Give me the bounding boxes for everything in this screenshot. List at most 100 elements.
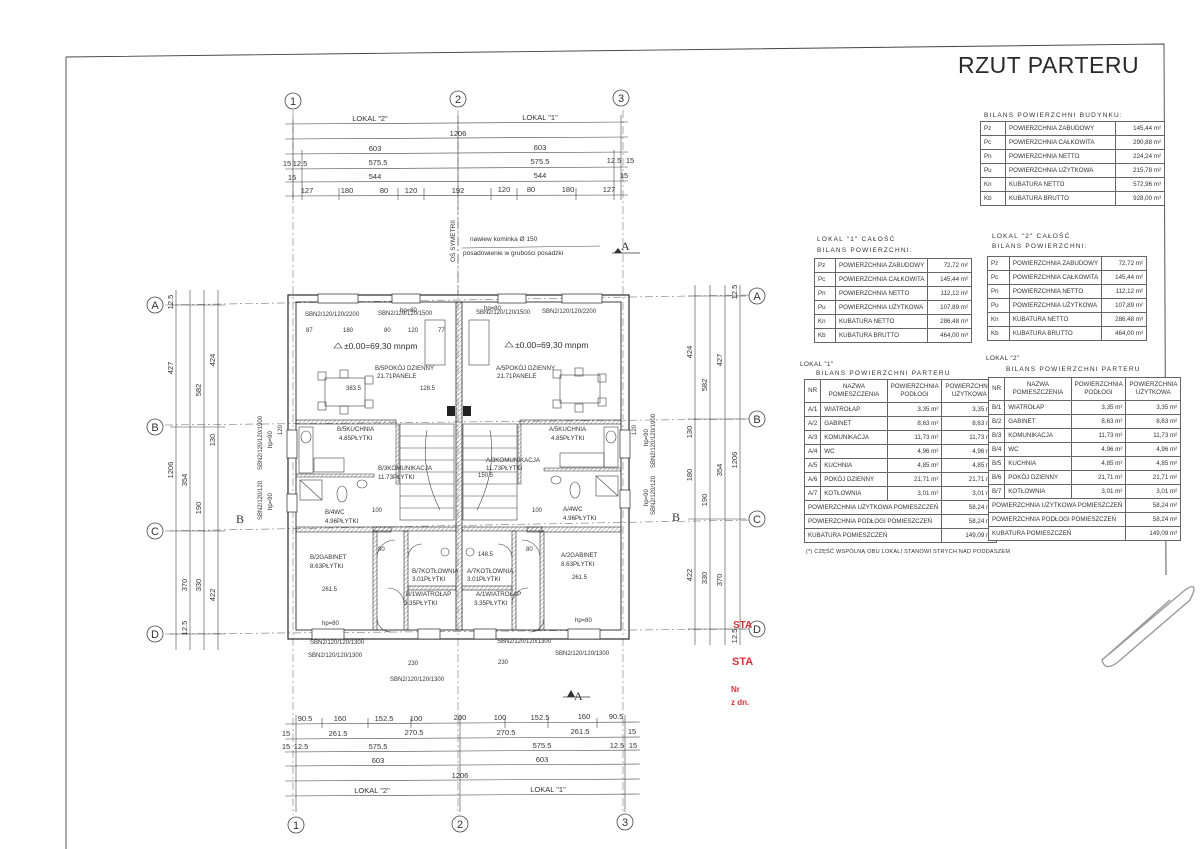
section-arrow-bottom	[567, 690, 575, 697]
cell-name: POWIERZCHNIA ZABUDOWY	[834, 258, 929, 273]
dim-left-detail-3: 330	[194, 579, 203, 592]
axis-bubble-C-left	[146, 522, 164, 540]
room-b3-area-row: 11.73PŁYTKI	[378, 474, 415, 481]
window-label-side-r1: SBN2/120/120/1900	[651, 413, 657, 468]
chimney-note-2: posadowienie w grubości posadzki	[463, 250, 563, 257]
room-b7-area-row: 3.01PŁYTKI	[412, 576, 446, 583]
dim-bottom-r1-6: 152.5	[531, 713, 550, 722]
cell-podlogi: 4,85 m²	[1070, 456, 1127, 471]
table-header-row: NR NAZWA POMIESZCZENIA POWIERZCHNIA PODŁ…	[987, 377, 1182, 401]
hp-label-3: hp=90	[268, 492, 274, 510]
window-label-bottom-l2: SBN2/120/120/1300	[308, 653, 363, 659]
cell-name: POKÓJ DZIENNY	[820, 472, 888, 487]
stamp-text-nr: Nr	[731, 685, 740, 694]
axis-bubble-3-bottom	[616, 813, 634, 831]
dim-left-outer-0: 12.5	[166, 295, 175, 310]
axis-bubble-D-right	[748, 620, 766, 638]
cell-code: Pn	[814, 286, 836, 301]
cell-value: 145,44 m²	[1115, 121, 1165, 136]
dim-bottom-r1-1: 160	[334, 714, 347, 723]
kitchen-counter-right	[603, 426, 619, 468]
left-dimension-texts: 12.5 427 1206 370 12.5 582 354 422 424 1…	[166, 295, 217, 636]
room-b2-area: 8.63	[310, 563, 323, 570]
dim-left-outer-1: 427	[166, 362, 175, 375]
summary-name: POWIERZCHNIA UŻYTKOWA POMIESZCZEŃ	[987, 498, 1127, 513]
cell-name: KOMUNIKACJA	[1004, 428, 1072, 443]
room-a7-name: A/7KOTŁOWNIA	[467, 568, 514, 575]
col-header-name: NAZWA POMIESZCZENIA	[820, 379, 888, 403]
cell-nr: B/3	[987, 428, 1006, 443]
cell-name: KUBATURA NETTO	[1005, 177, 1116, 192]
dim-bottom-r1-4: 200	[454, 713, 467, 722]
room-b1-area-row: 3.35PŁYTKI	[404, 600, 438, 607]
dim-left-detail-2: 190	[194, 502, 203, 515]
cell-nr: B/5	[987, 456, 1006, 471]
room-a2-area: 8.63	[561, 561, 574, 568]
cell-name: KUBATURA BRUTTO	[834, 328, 929, 343]
stairs-left	[399, 423, 455, 521]
dim-right-outer-2: 1206	[730, 452, 739, 469]
room-labels: B/5POKÓJ DZIENNY 21.71PANELE A/5POKÓJ DZ…	[310, 365, 598, 607]
cell-code: Pu	[980, 163, 1006, 178]
dim-bottom-r3-1: 12.5	[294, 742, 309, 751]
inner-dim-7: 261.5	[322, 587, 338, 593]
stamp-text-zdn: z dn.	[731, 698, 750, 707]
axis-bubbles: 1 2 3 1 2 3 A B C D A B C D	[146, 89, 766, 834]
cell-value: 286,48 m³	[927, 314, 972, 329]
room-b2-name: B/2GABINET	[310, 554, 347, 561]
room-a2-name: A/2GABINET	[561, 552, 598, 559]
window-labels: SBN2/120/120/2200 SBN2/120/120/1500 SBN2…	[258, 309, 657, 683]
cell-code: Pz	[980, 121, 1006, 136]
stamp-text-1: STA	[733, 620, 753, 631]
room-a2-area-row: 8.63PŁYTKI	[561, 561, 595, 568]
dim-top-half-left: 603	[369, 144, 382, 153]
dim-right-detail-0: 427	[715, 354, 724, 367]
room-b3-floor: PŁYTKI	[393, 474, 415, 481]
room-b6-area-row: 21.71PANELE	[377, 373, 416, 380]
col-header-podlogi: POWIERZCHNIA PODŁOGI	[886, 379, 943, 403]
cell-code: Pc	[987, 270, 1010, 285]
lokal1-parter-caption: BILANS POWIERZCHNI PARTERU	[816, 370, 951, 377]
window-label-bottom-c: SBN2/120/120/1300	[390, 677, 445, 683]
inner-dim-6: 128.5	[420, 386, 436, 392]
boiler-left	[440, 547, 450, 557]
room-a2-floor: PŁYTKI	[573, 561, 595, 568]
hp-label-7: hp=80	[575, 618, 593, 624]
room-b5-floor: PŁYTKI	[351, 435, 373, 442]
summary-name: POWIERZCHNIA PODŁOGI POMIESZCZEŃ	[987, 512, 1127, 527]
window-label-side-r2: SBN2/120/120	[651, 475, 657, 515]
axis-bubble-1-top	[284, 92, 302, 110]
room-b5-area: 4.85	[339, 435, 352, 442]
room-a5-name: A/5KUCHNIA	[549, 426, 587, 433]
room-a7-area-row: 3.01PŁYTKI	[467, 576, 501, 583]
room-a7-area: 3.01	[467, 576, 480, 583]
dim-top-r4-5: 120	[498, 185, 511, 194]
cell-nr: A/3	[803, 430, 822, 445]
dim-bottom-half-left: 603	[372, 756, 385, 765]
room-b6-name: B/5POKÓJ DZIENNY	[375, 365, 434, 372]
dim-bottom-r1-2: 152.5	[375, 714, 394, 723]
inner-dim-5: 383.5	[346, 386, 362, 392]
cell-code: Kb	[980, 191, 1006, 206]
cell-code: Kn	[980, 177, 1006, 192]
section-b-left: B	[236, 512, 244, 526]
dining-table-right	[559, 374, 601, 404]
dim-bottom-r1-3: 100	[410, 714, 423, 723]
room-a4-area-row: 4.96PŁYTKI	[563, 515, 597, 522]
dim-top-r3-0: 15	[288, 173, 296, 182]
cell-name: WIATROŁAP	[820, 402, 888, 417]
dim-top-total: 1206	[450, 129, 467, 138]
